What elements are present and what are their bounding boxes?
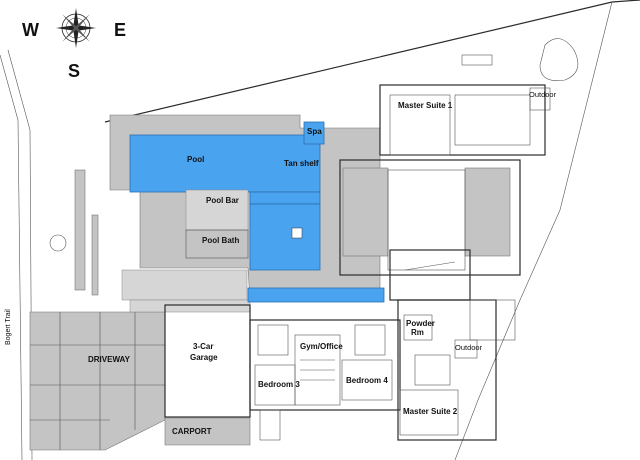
- outdoor-1-label: Outdoor: [529, 90, 557, 99]
- powder-room-label: Powder: [406, 319, 435, 328]
- pool: [129, 134, 321, 193]
- tan-shelf-label: Tan shelf: [284, 159, 319, 168]
- fountain: [291, 227, 303, 239]
- road-name: Bogert Trail: [5, 309, 12, 345]
- pool-bar-label: Pool Bar: [206, 196, 239, 205]
- master-suite-1: [389, 94, 451, 156]
- pool-channel: [249, 191, 321, 205]
- spa-label: Spa: [307, 127, 322, 136]
- road: Bogert Trail: [5, 309, 12, 345]
- powder-room: [403, 314, 433, 341]
- pool-label: Pool: [187, 155, 204, 164]
- garden-bed: [539, 38, 579, 81]
- outdoor-shower-2: [454, 339, 478, 359]
- bedroom-4: [341, 359, 393, 401]
- house-lower: [164, 299, 497, 441]
- fire-pit: [49, 234, 67, 252]
- pool-bath-label: Pool Bath: [202, 236, 239, 245]
- driveway-area: [29, 311, 251, 451]
- pool-lower-basin: [249, 203, 321, 271]
- compass-west-label: W: [22, 20, 39, 40]
- compass-south-label: S: [68, 61, 80, 81]
- house-walls: [339, 84, 546, 301]
- driveway-label: DRIVEWAY: [88, 355, 131, 364]
- master-bath-1: [454, 94, 531, 146]
- bedroom-4-label: Bedroom 4: [346, 376, 388, 385]
- bedroom-3-label: Bedroom 3: [258, 380, 300, 389]
- master-suite-2: [399, 389, 459, 436]
- compass-east-label: E: [114, 20, 126, 40]
- outdoor-2-label: Outdoor: [455, 343, 483, 352]
- compass-rose-icon: [56, 8, 96, 48]
- pool-bath: [185, 229, 249, 259]
- master-suite-2-label: Master Suite 2: [403, 407, 458, 416]
- pool-front-channel: [247, 287, 385, 303]
- spa: [303, 121, 325, 145]
- powder-room-label-2: Rm: [411, 328, 424, 337]
- bedroom-3: [254, 364, 296, 406]
- carport-label: CARPORT: [172, 427, 212, 436]
- garage-label-1: 3-Car: [193, 342, 213, 351]
- outdoor-furniture: [461, 54, 493, 66]
- pool-bar: [185, 189, 249, 231]
- master-suite-1-label: Master Suite 1: [398, 101, 453, 110]
- interior-details: [257, 261, 516, 441]
- gym-office-label: Gym/Office: [300, 342, 343, 351]
- garage-label-2: Garage: [190, 353, 218, 362]
